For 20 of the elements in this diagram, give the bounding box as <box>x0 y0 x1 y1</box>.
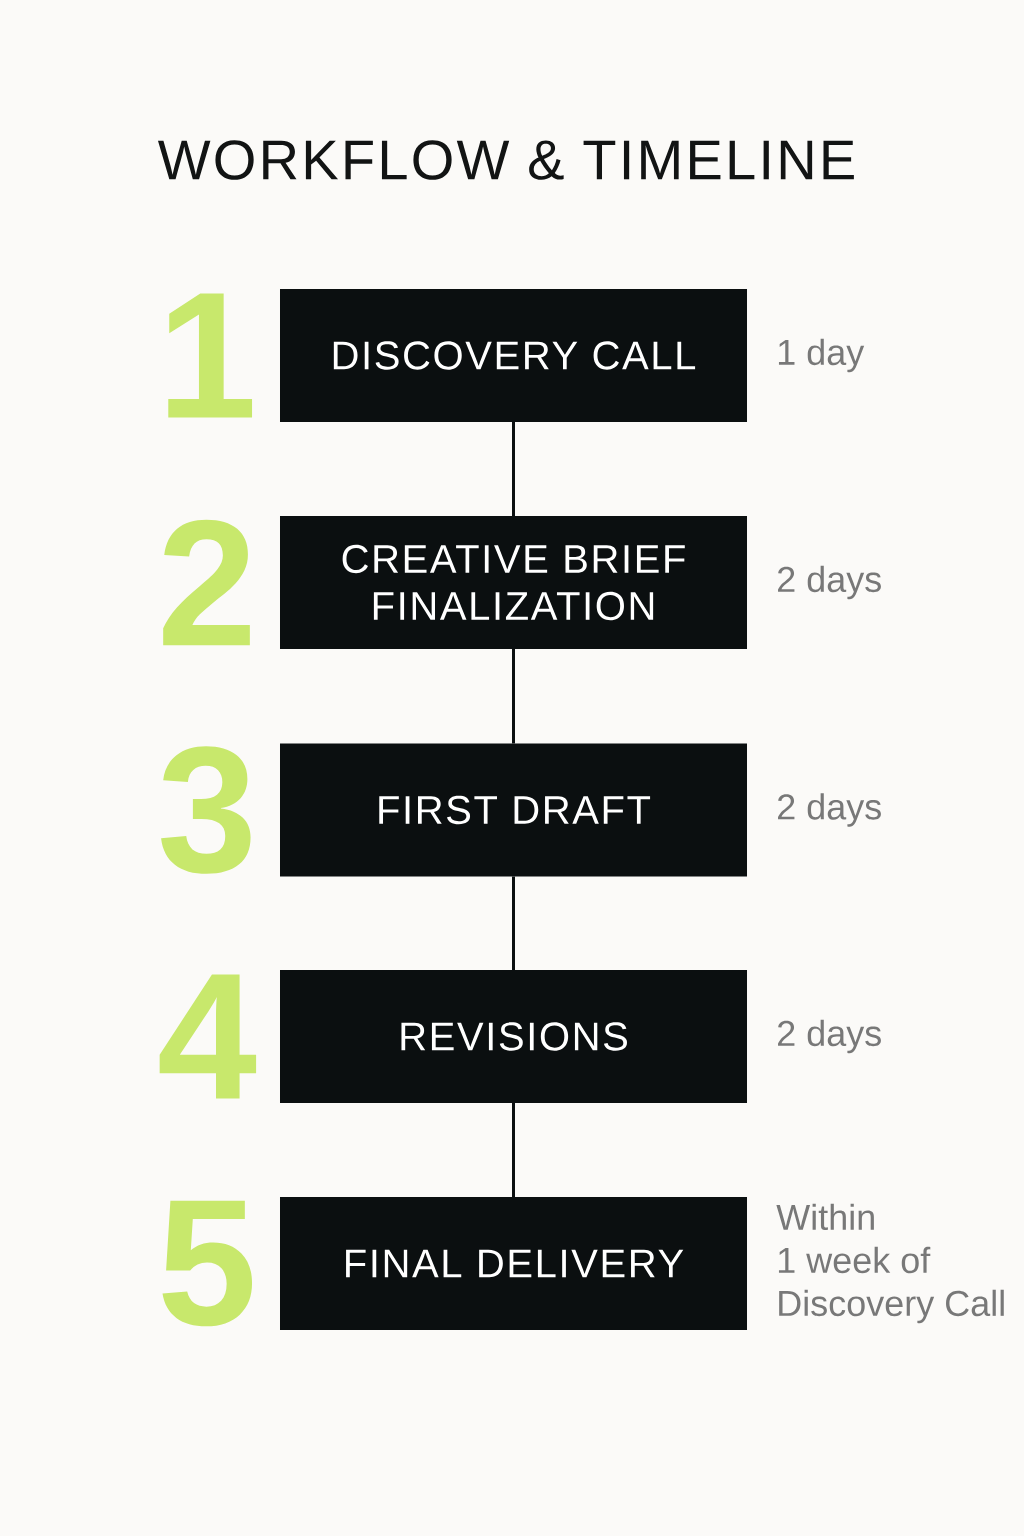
step-number: 4 <box>159 974 257 1099</box>
step-number: 3 <box>161 746 251 874</box>
connector-line <box>512 1103 515 1197</box>
connector-line <box>512 649 515 744</box>
duration-label: 2 days <box>778 793 881 827</box>
step-number: 2 <box>163 519 250 646</box>
step-box: FIRST DRAFT <box>280 743 747 877</box>
step-number: 5 <box>162 1200 253 1327</box>
duration-label: 2 days <box>778 565 881 600</box>
step-box: FINAL DELIVERY <box>280 1197 747 1330</box>
step-box: DISCOVERY CALL <box>280 289 747 422</box>
duration-label: 1 day <box>778 338 865 373</box>
duration-label: Within 1 week of Discovery Call <box>776 1203 1004 1324</box>
step-number: 1 <box>168 293 253 418</box>
title: WORKFLOW & TIMELINE <box>158 140 854 180</box>
step-box: CREATIVE BRIEF FINALIZATION <box>280 516 747 649</box>
duration-label: 2 days <box>778 1019 881 1054</box>
step-box: REVISIONS <box>280 970 747 1103</box>
connector-line <box>512 876 515 970</box>
connector-line <box>512 422 515 516</box>
